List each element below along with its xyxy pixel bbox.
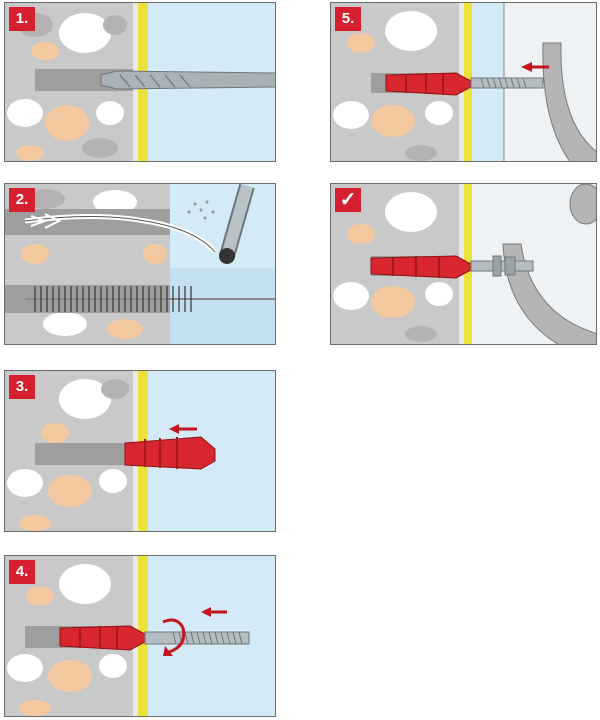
step-5-panel: 5. [330, 2, 597, 162]
step-4-badge: 4. [9, 560, 35, 584]
wall-pebbles [21, 189, 167, 339]
step-done-illustration [331, 184, 596, 344]
wall-pebbles [7, 564, 127, 716]
checkmark-icon: ✓ [335, 188, 361, 212]
step-3-insert-plug-illustration [5, 371, 275, 531]
step-2-cleaning-illustration [5, 184, 275, 344]
insert-arrow-icon [201, 607, 227, 617]
wall-plug-icon [59, 625, 146, 651]
step-done-panel: ✓ [330, 183, 597, 345]
wall-pebbles [333, 192, 453, 342]
step-4-screw-illustration [5, 556, 275, 716]
wall-plug-icon [385, 72, 472, 96]
drill-bit-icon [100, 70, 275, 90]
wall-pebbles [7, 13, 127, 161]
wall-plug-icon [370, 255, 472, 279]
insert-arrow-icon [521, 62, 549, 72]
step-4-panel: 4. [4, 555, 276, 717]
step-2-badge: 2. [9, 188, 35, 212]
threaded-screw-icon [470, 77, 544, 89]
step-3-panel: 3. [4, 370, 276, 532]
step-1-panel: 1. [4, 2, 276, 162]
wall-pebbles [333, 11, 453, 161]
threaded-screw-icon [470, 255, 534, 277]
threaded-screw-icon [144, 631, 250, 645]
wall-pebbles [7, 379, 129, 531]
drill-hole [35, 443, 135, 465]
step-1-badge: 1. [9, 7, 35, 31]
step-5-badge: 5. [335, 7, 361, 31]
step-2-panel: 2. [4, 183, 276, 345]
insert-arrow-icon [169, 424, 197, 434]
step-1-drilling-illustration [5, 3, 275, 161]
rotate-arrow-icon [162, 618, 186, 656]
wall-plug-icon [124, 436, 216, 470]
step-5-mount-illustration [331, 3, 596, 161]
air-blow-pump-icon [24, 184, 255, 264]
cleaning-brush-icon [25, 286, 275, 312]
step-3-badge: 3. [9, 375, 35, 399]
